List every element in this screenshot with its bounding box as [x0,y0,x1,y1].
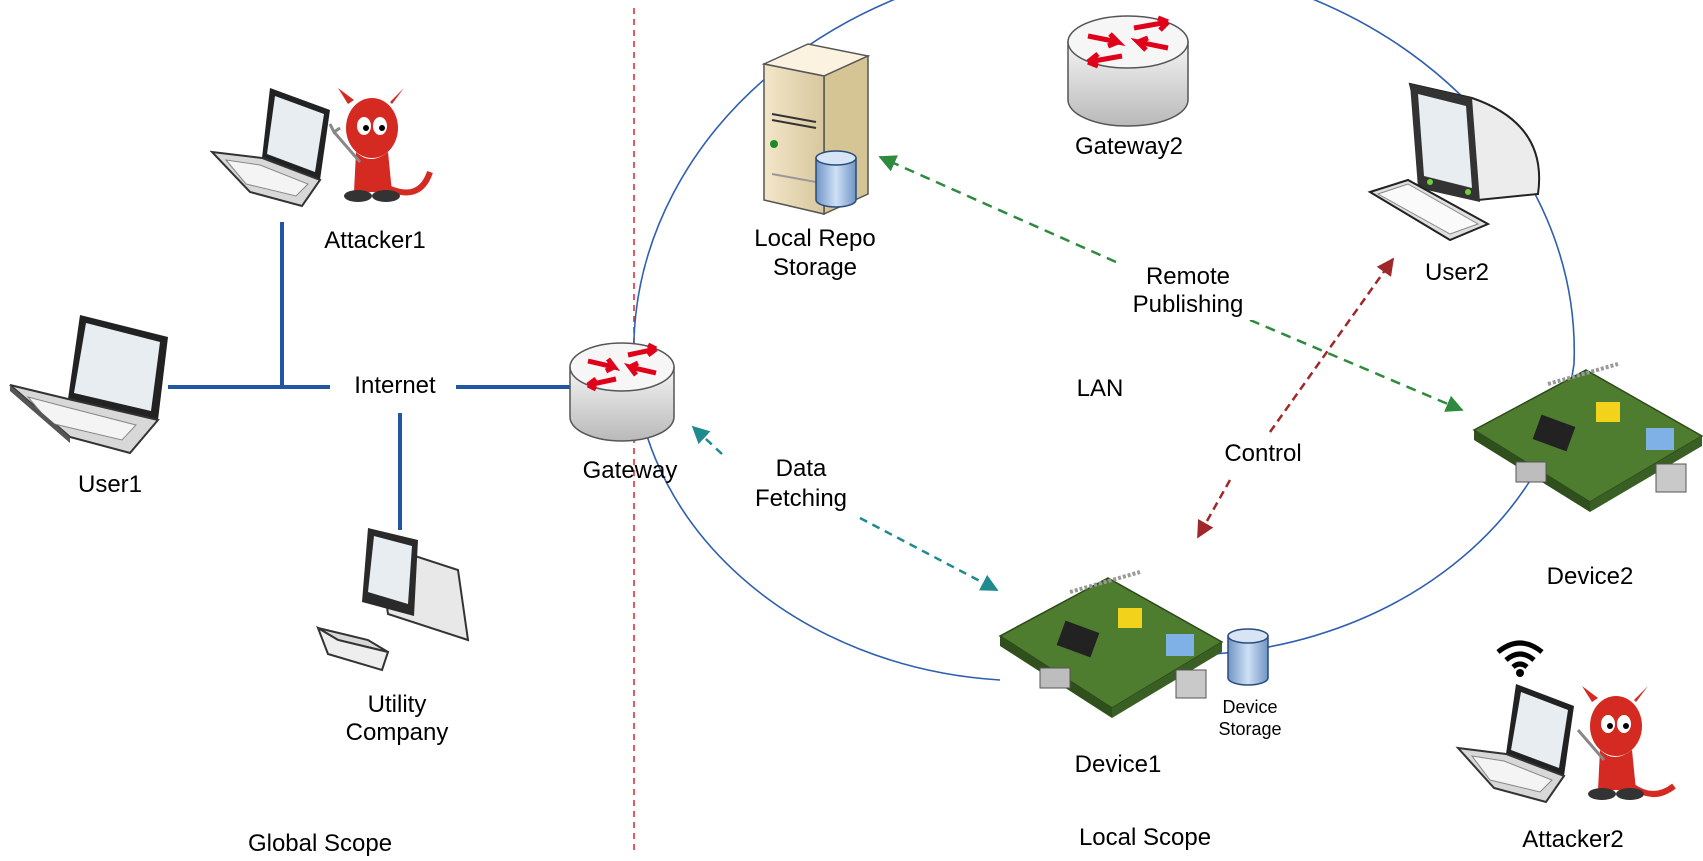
utility-label-line2: Company [345,719,449,746]
remote-publishing-label-line2: Publishing [1114,290,1262,320]
gateway2-label: Gateway2 [1074,133,1184,160]
laptop-icon [209,88,330,208]
user1-label: User1 [77,471,143,498]
data-fetching-label-line2: Fetching [736,484,866,514]
router-icon [569,342,675,442]
wifi-icon [1496,640,1544,677]
local-repo-label-line2: Storage [772,254,858,281]
user2-label: User2 [1424,259,1490,286]
lan-label: LAN [1076,375,1124,402]
control-arrow-upper [1268,257,1395,433]
devil-mascot-icon [1576,686,1676,800]
attacker1-label: Attacker1 [324,227,426,254]
laptop-icon [1455,684,1574,804]
desktop-computer-icon [316,528,470,672]
internet-links [168,222,572,530]
router-icon [1067,15,1189,127]
device2-label: Device2 [1546,563,1634,590]
raspberry-pi-board-icon [1472,362,1703,512]
remote-publishing-label-line1: Remote [1122,262,1254,292]
remote-publishing-arrow-upper [878,155,1117,264]
lan-ring [632,0,1576,681]
control-arrow-lower [1196,479,1232,539]
raspberry-pi-board-icon [998,570,1224,718]
database-cylinder-icon [1227,628,1269,686]
gateway-label: Gateway [582,457,678,484]
devil-mascot-icon [328,88,433,202]
internet-label: Internet [334,371,456,401]
local-scope-label: Local Scope [1078,824,1212,851]
attacker2-label: Attacker2 [1522,826,1624,853]
device-storage-label-line1: Device [1222,697,1278,717]
crt-monitor-icon [1367,82,1541,242]
local-repo-label-line1: Local Repo [754,225,876,252]
device-storage-label-line2: Storage [1218,719,1282,739]
device1-label: Device1 [1074,751,1162,778]
data-fetching-arrow-upper [691,425,723,455]
control-label: Control [1202,439,1324,469]
utility-label-line1: Utility [367,691,427,718]
data-fetching-label-line1: Data [745,454,857,484]
database-cylinder-icon [815,150,857,208]
global-scope-label: Global Scope [247,830,393,857]
laptop-icon [9,315,168,455]
remote-publishing-arrow-lower [1249,318,1464,412]
data-fetching-arrow-lower [859,516,999,592]
